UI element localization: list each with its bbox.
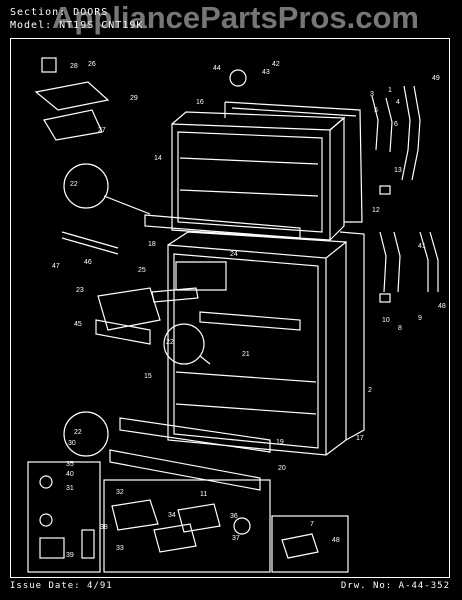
part-label: 4 [396,99,400,106]
part-label: 16 [196,99,204,106]
part-label: 40 [66,471,74,478]
dairy-door [151,287,199,303]
top-hinge-cover [43,109,103,141]
butter-door [95,319,151,345]
part-label: 27 [98,127,106,134]
fresh-food-handle [109,449,261,491]
detail-box-bottom-hinge [103,479,271,573]
model-label: Model: NT19S CNT19K [10,20,144,31]
fresh-food-liner [339,231,365,441]
watermark: AppliancePartsPros.com [52,0,419,35]
part-label: 30 [68,440,76,447]
part-label: 26 [88,61,96,68]
part-label: 42 [272,61,280,68]
fresh-food-door [167,231,347,456]
section-label: Section: DOORS [10,7,109,18]
part-label: 43 [262,69,270,76]
part-label: 31 [66,485,74,492]
part-label: 19 [276,439,284,446]
gasket-strip-lower [419,231,429,292]
part-label: 15 [144,373,152,380]
part-label: 23 [76,287,84,294]
part-label: 45 [74,321,82,328]
hinge-screw [41,57,57,73]
freezer-door [171,111,346,241]
part-label: 49 [432,75,440,82]
part-label: 29 [130,95,138,102]
detail-box-stop [271,515,349,573]
hinge-bracket-lower [379,231,387,293]
part-label: 48 [438,303,446,310]
part-label: 7 [310,521,314,528]
trim-strip [61,231,119,249]
part-label: 13 [394,167,402,174]
part-label: 10 [382,317,390,324]
part-label: 20 [278,465,286,472]
part-label: 34 [168,512,176,519]
part-label: 36 [230,513,238,520]
part-label: 33 [116,545,124,552]
part-label: 32 [116,489,124,496]
door-cam [229,69,247,87]
part-label: 38 [100,524,108,531]
top-hinge-plate [34,81,110,111]
part-label: 35 [66,461,74,468]
door-shelf-bar [119,417,271,453]
part-label: 24 [230,251,238,258]
callout-circle-upper [63,163,109,209]
part-label: 21 [242,351,250,358]
diagram-frame [10,38,450,578]
part-label: 12 [372,207,380,214]
callout-circle-middle [163,323,205,365]
part-label: 22 [70,181,78,188]
part-label: 22 [74,429,82,436]
freezer-handle [144,214,301,239]
part-label: 17 [356,435,364,442]
drawing-number: Drw. No: A-44-352 [340,581,450,591]
part-label: 25 [138,267,146,274]
part-label: 2 [368,387,372,394]
part-label: 1 [388,87,392,94]
part-label: 37 [232,535,240,542]
issue-date: Issue Date: 4/91 [10,581,113,591]
detail-box-hinge-parts [27,461,101,573]
hinge-pin-block [379,185,391,195]
part-label: 39 [66,552,74,559]
dairy-compartment [175,261,227,291]
part-label: 8 [398,325,402,332]
part-label: 46 [84,259,92,266]
part-label: 5 [374,107,378,114]
part-label: 47 [52,263,60,270]
part-label: 18 [148,241,156,248]
part-label: 3 [370,91,374,98]
part-label: 41 [418,243,426,250]
hinge-bracket-upper [371,95,379,151]
part-label: 6 [394,121,398,128]
part-label: 9 [418,315,422,322]
diagram-footer: Issue Date: 4/91 Drw. No: A-44-352 [10,581,450,591]
diagram-header: Section: DOORS Model: NT19S CNT19K [10,6,143,32]
part-label: 22 [166,339,174,346]
part-label: 48 [332,537,340,544]
part-label: 14 [154,155,162,162]
part-label: 28 [70,63,78,70]
freezer-door-liner [224,101,363,223]
part-label: 11 [200,491,207,498]
callout-circle-lower [63,411,109,457]
gasket-strip-upper [401,85,411,181]
butter-compartment [97,287,161,331]
part-label: 44 [213,65,221,72]
